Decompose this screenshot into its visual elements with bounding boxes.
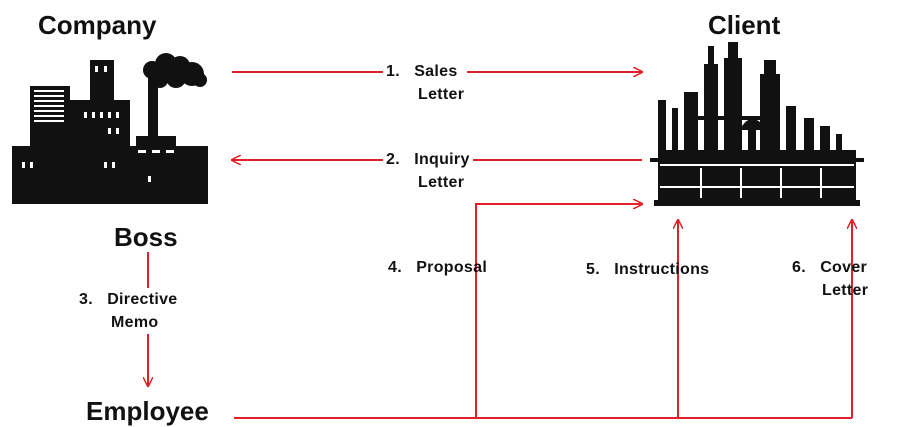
cover-letter-label: 6. Cover Letter [792, 256, 868, 302]
proposal-line1: Proposal [416, 259, 488, 276]
inquiry-letter-label: 2. Inquiry Letter [383, 148, 473, 194]
company-label: Company [38, 10, 157, 40]
inquiry-line2: Letter [418, 174, 465, 191]
directive-line1: Directive [107, 291, 178, 308]
directive-memo-label: 3. Directive Memo [76, 288, 181, 334]
sales-line2: Letter [418, 86, 465, 103]
client-label: Client [708, 10, 781, 40]
employee-label: Employee [86, 396, 209, 426]
proposal-arrow [475, 204, 642, 418]
boss-label: Boss [114, 222, 178, 252]
instructions-line1: Instructions [614, 261, 710, 278]
cover-line2: Letter [822, 282, 869, 299]
sales-letter-label: 1. Sales Letter [383, 60, 468, 106]
instructions-label: 5. Instructions [586, 258, 709, 281]
sales-line1: Sales [414, 63, 458, 80]
instructions-number: 5. [586, 261, 600, 278]
cover-number: 6. [792, 259, 806, 276]
refinery-icon [650, 42, 864, 206]
factory-icon [12, 53, 208, 204]
proposal-label: 4. Proposal [388, 256, 487, 279]
directive-line2: Memo [111, 314, 159, 331]
proposal-number: 4. [388, 259, 402, 276]
inquiry-number: 2. [386, 151, 400, 168]
cover-line1: Cover [820, 259, 868, 276]
directive-number: 3. [79, 291, 93, 308]
inquiry-line1: Inquiry [414, 151, 470, 168]
sales-number: 1. [386, 63, 400, 80]
